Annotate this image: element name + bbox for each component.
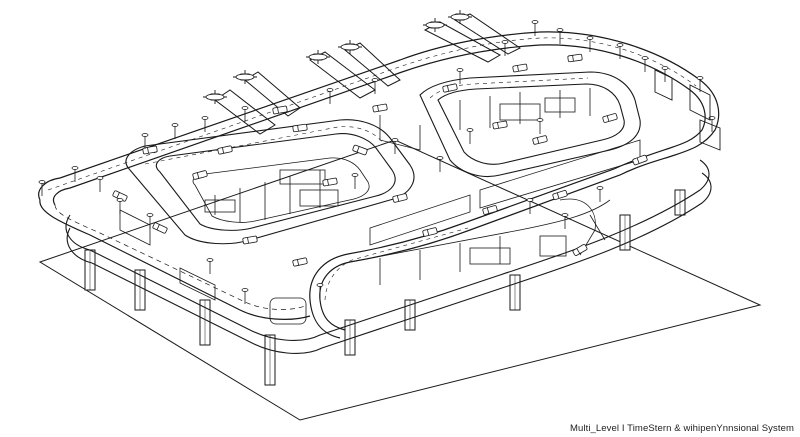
- inner-loop-left: [125, 119, 415, 245]
- vehicle-icon: [152, 222, 168, 234]
- support-column-icon: [509, 274, 521, 311]
- lamp-post-icon: [536, 118, 544, 134]
- lamp-post-icon: [141, 133, 149, 149]
- lamp-post-icon: [206, 258, 214, 274]
- vehicle-icon: [322, 177, 338, 187]
- ground-plane: [38, 139, 762, 421]
- vehicle-icon: [292, 123, 308, 133]
- support-column-icon: [134, 269, 146, 311]
- vehicle-icon: [492, 120, 508, 130]
- airplane-icon: [338, 40, 362, 54]
- lamp-post-icon: [201, 116, 209, 132]
- airplane-icon: [203, 90, 227, 104]
- vehicle-icon: [352, 144, 368, 156]
- lamp-post-icon: [38, 180, 46, 196]
- vehicle-icon: [532, 135, 548, 145]
- lamp-post-icon: [466, 128, 474, 144]
- vehicle-icon: [602, 113, 618, 123]
- lamp-post-icon: [326, 88, 334, 104]
- gate-spurs: [214, 13, 521, 135]
- interior-structures: [119, 88, 641, 325]
- vehicle-icon: [272, 105, 288, 115]
- lamp-post-icon: [96, 176, 104, 192]
- lamp-post-icon: [641, 56, 649, 72]
- vehicle-icon: [217, 145, 233, 155]
- lamp-post-icon: [391, 138, 399, 154]
- vehicle-icon: [572, 244, 588, 256]
- lamp-post-icon: [596, 186, 604, 202]
- vehicle-icon: [242, 235, 258, 245]
- lamp-post-icon: [316, 283, 324, 299]
- lamp-posts: [38, 20, 716, 304]
- lamp-post-icon: [436, 156, 444, 172]
- vehicle-icon: [442, 83, 458, 93]
- lamp-post-icon: [456, 68, 464, 84]
- lane-markings: [47, 37, 697, 301]
- vehicle-icon: [422, 227, 438, 237]
- airplane-icon: [423, 18, 447, 32]
- support-column-icon: [199, 299, 211, 346]
- lamp-post-icon: [351, 173, 359, 189]
- airplane-icon: [233, 70, 257, 84]
- lamp-post-icon: [171, 123, 179, 139]
- lamp-post-icon: [116, 198, 124, 214]
- vehicle-icon: [192, 170, 208, 180]
- airplane-icon: [306, 50, 330, 64]
- lamp-post-icon: [561, 213, 569, 229]
- support-column-icon: [264, 334, 276, 386]
- lamp-post-icon: [586, 36, 594, 52]
- vehicle-icon: [552, 189, 568, 201]
- vehicles: [112, 53, 648, 267]
- vehicle-icon: [512, 63, 528, 73]
- lamp-post-icon: [531, 20, 539, 36]
- diagram-caption: Multi_Level I TimeStern & wihipenYnnsion…: [569, 423, 794, 434]
- airplane-icon: [448, 10, 472, 24]
- vehicle-icon: [482, 205, 498, 215]
- inner-loop-right: [419, 71, 641, 178]
- vehicle-icon: [567, 53, 583, 63]
- lamp-post-icon: [71, 166, 79, 182]
- support-column-icon: [619, 214, 631, 251]
- right-structures: [654, 69, 721, 151]
- lamp-post-icon: [526, 198, 534, 214]
- lamp-post-icon: [371, 78, 379, 94]
- vehicle-icon: [632, 154, 648, 166]
- lamp-post-icon: [556, 28, 564, 44]
- aircraft-gates: [203, 10, 472, 104]
- lamp-post-icon: [241, 288, 249, 304]
- lamp-post-icon: [241, 106, 249, 122]
- lamp-post-icon: [616, 43, 624, 59]
- lamp-post-icon: [146, 213, 154, 229]
- vehicle-icon: [142, 145, 158, 155]
- vehicle-icon: [292, 257, 308, 267]
- lower-deck: [65, 159, 712, 354]
- lamp-post-icon: [501, 40, 509, 56]
- vehicle-icon: [392, 193, 408, 203]
- support-column-icon: [84, 249, 96, 291]
- vehicle-icon: [372, 103, 388, 113]
